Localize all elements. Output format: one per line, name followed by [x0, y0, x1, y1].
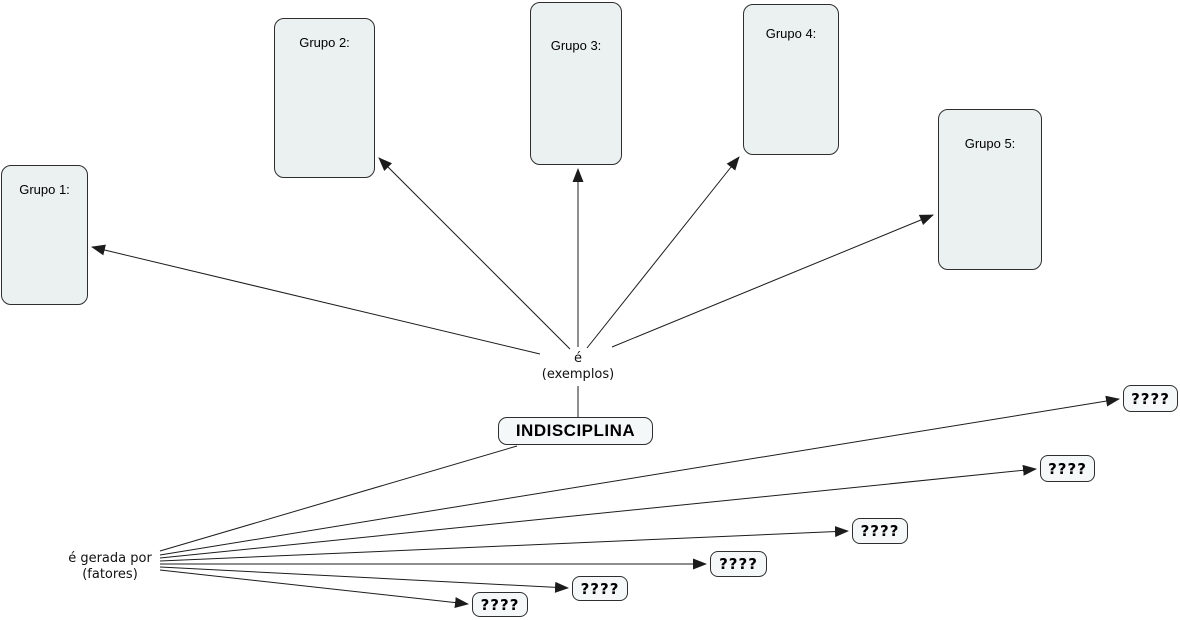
linking-phrase-line: (fatores) [82, 567, 138, 582]
concept-node-unknown-4[interactable]: ???? [710, 551, 767, 577]
linking-phrase-fatores[interactable]: é gerada por (fatores) [68, 551, 152, 583]
indisciplina-to-fatores [159, 445, 518, 552]
concept-label: Grupo 3: [550, 38, 602, 53]
fatores-to-q5 [159, 566, 569, 593]
concept-label: ???? [580, 579, 620, 598]
concept-label: Grupo 5: [964, 136, 1016, 151]
concept-label: ???? [719, 555, 758, 573]
concept-label: ???? [1048, 459, 1087, 478]
concept-label: Grupo 2: [299, 35, 350, 50]
concept-node-grupo2[interactable]: Grupo 2: [274, 18, 375, 178]
concept-label: INDISCIPLINA [515, 421, 636, 440]
concept-label: ???? [1131, 389, 1170, 408]
fatores-to-q3 [159, 526, 849, 562]
concept-node-indisciplina[interactable]: INDISCIPLINA [498, 417, 653, 445]
concept-label: ???? [860, 522, 900, 540]
concept-label: ???? [480, 595, 520, 614]
linking-phrase-line: é [574, 351, 582, 366]
concept-node-unknown-3[interactable]: ???? [852, 518, 908, 544]
concept-label: Grupo 1: [19, 182, 70, 197]
exemplos-to-grupo5 [611, 214, 934, 348]
concept-node-grupo4[interactable]: Grupo 4: [743, 4, 839, 155]
exemplos-to-grupo2 [378, 157, 571, 350]
linking-phrase-line: (exemplos) [541, 367, 615, 382]
concept-node-grupo5[interactable]: Grupo 5: [938, 109, 1042, 270]
concept-label: Grupo 4: [765, 26, 817, 41]
linking-phrase-line: é gerada por [68, 551, 152, 566]
concept-node-grupo3[interactable]: Grupo 3: [530, 2, 622, 165]
fatores-to-q1 [159, 395, 1120, 556]
concept-node-unknown-5[interactable]: ???? [572, 576, 628, 601]
concept-node-unknown-1[interactable]: ???? [1123, 385, 1178, 412]
fatores-to-q6 [159, 569, 469, 609]
concept-node-grupo1[interactable]: Grupo 1: [1, 165, 88, 305]
concept-node-unknown-2[interactable]: ???? [1040, 455, 1095, 482]
concept-node-unknown-6[interactable]: ???? [472, 592, 528, 617]
exemplos-to-grupo1 [91, 244, 541, 355]
fatores-to-q2 [159, 464, 1037, 559]
exemplos-to-grupo4 [586, 156, 740, 349]
linking-phrase-exemplos[interactable]: é (exemplos) [542, 351, 614, 383]
